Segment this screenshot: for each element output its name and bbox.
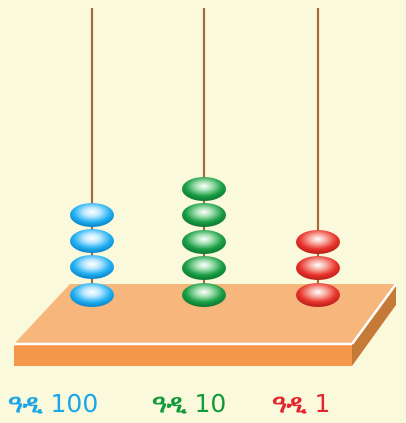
label-hundreds: ዓዲ 100 (8, 386, 98, 422)
bead-blue (70, 255, 114, 279)
bead-green (182, 283, 226, 307)
beads-tens (182, 177, 226, 307)
label-tens: ዓዲ 10 (152, 386, 226, 422)
label-tens-word: ዓዲ (152, 389, 187, 418)
label-hundreds-word: ዓዲ (8, 389, 43, 418)
bead-green (182, 256, 226, 280)
bead-blue (70, 203, 114, 227)
label-ones: ዓዲ 1 (272, 386, 330, 422)
bead-green (182, 177, 226, 201)
bead-green (182, 203, 226, 227)
bead-red (296, 283, 340, 307)
abacus-illustration (0, 0, 406, 385)
label-ones-word: ዓዲ (272, 389, 307, 418)
beads-ones (296, 230, 340, 307)
bead-green (182, 230, 226, 254)
abacus-base-front (14, 344, 352, 366)
bead-red (296, 256, 340, 280)
label-ones-number: 1 (315, 389, 331, 418)
place-value-labels: ዓዲ 100 ዓዲ 10 ዓዲ 1 (0, 386, 406, 422)
bead-blue (70, 283, 114, 307)
bead-blue (70, 229, 114, 253)
beads-hundreds (70, 203, 114, 307)
bead-red (296, 230, 340, 254)
label-tens-number: 10 (195, 389, 227, 418)
label-hundreds-number: 100 (51, 389, 99, 418)
